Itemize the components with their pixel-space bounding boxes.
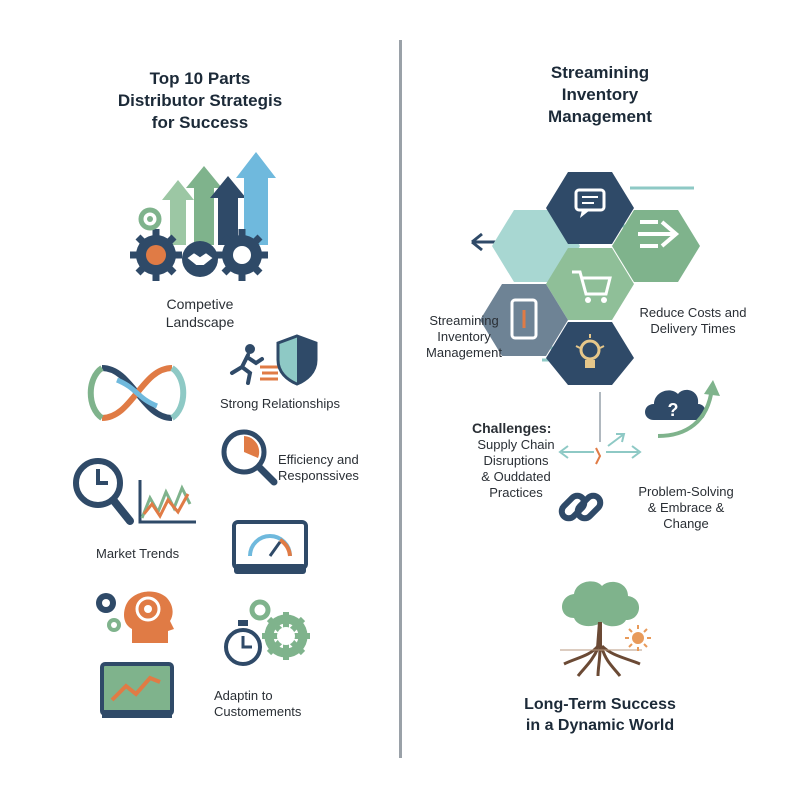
challenges-heading: Challenges:	[472, 420, 552, 436]
hexagon-cluster	[471, 172, 700, 385]
knot-icon	[87, 365, 187, 421]
gears-icon	[130, 207, 268, 281]
sun-icon	[625, 625, 651, 651]
challenges-body: Supply Chain Disruptions & Ouddated Prac…	[477, 437, 555, 500]
curved-arrow-icon	[657, 380, 720, 438]
tree-icon	[560, 581, 642, 677]
success-title: Long-Term Success in a Dynamic World	[524, 696, 676, 734]
shield-icon	[276, 334, 318, 386]
hex-teal-left	[492, 210, 580, 282]
gauge-monitor-icon	[232, 520, 308, 574]
adapt-label: Adaptin to Customements	[214, 688, 302, 719]
left-title: Top 10 Parts Distributor Strategis for S…	[117, 69, 283, 132]
connector-lines	[558, 392, 642, 465]
hex-bulb	[546, 322, 634, 385]
chart-monitor-icon	[100, 662, 174, 718]
handshake-icon	[184, 250, 216, 267]
runner-icon	[230, 344, 278, 385]
link-icon	[558, 492, 604, 522]
competitive-landscape-label: Competive Landscape	[165, 296, 235, 330]
efficiency-label: Efficiency and Responssives	[278, 452, 359, 483]
right-title: Streamining Inventory Management	[548, 63, 652, 126]
reduce-costs-label: Reduce Costs and Delivery Times	[639, 305, 747, 336]
line-graph-icon	[138, 480, 196, 524]
column-divider	[399, 40, 402, 758]
hex-chat	[546, 172, 634, 244]
market-trends-label: Market Trends	[96, 546, 180, 561]
problem-solving-label: Problem-Solving & Embrace & Change	[638, 484, 734, 531]
stopwatch-icon	[224, 620, 262, 666]
trend-magnifier-icon	[73, 458, 134, 525]
growth-arrows-icon	[162, 152, 276, 245]
stopwatch-magnifier-icon	[221, 429, 278, 486]
hex-cart	[546, 248, 634, 320]
gears-small-icon	[249, 599, 310, 660]
cloud-question-icon: ?	[645, 389, 706, 420]
strong-relationships-label: Strong Relationships	[220, 396, 340, 411]
inventory-label: Streamining Inventory Management	[426, 313, 502, 360]
mind-gears-icon	[96, 591, 174, 643]
svg-text:?: ?	[668, 400, 679, 420]
